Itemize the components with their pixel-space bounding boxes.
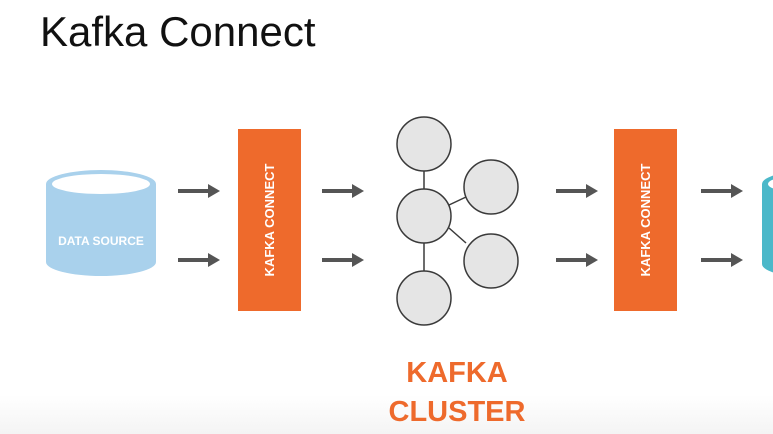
arrow-group-3	[556, 184, 598, 267]
cluster-node	[396, 188, 452, 244]
arrowhead-icon	[208, 253, 220, 267]
kafka-cluster-graph	[396, 116, 519, 326]
arrowhead-icon	[586, 253, 598, 267]
kafka-connect-left: KAFKA CONNECT	[238, 129, 301, 311]
cluster-edge	[448, 196, 467, 206]
arrow-group-4	[701, 184, 743, 267]
kafka-cluster-label-line1: KAFKA	[406, 357, 508, 389]
kafka-connect-right: KAFKA CONNECT	[614, 129, 677, 311]
arrowhead-icon	[586, 184, 598, 198]
arrowhead-icon	[352, 253, 364, 267]
cluster-edge	[448, 227, 467, 244]
kafka-connect-left-label: KAFKA CONNECT	[262, 163, 277, 276]
cluster-node	[463, 159, 519, 215]
arrowhead-icon	[731, 253, 743, 267]
cluster-node	[396, 270, 452, 326]
arrowhead-icon	[352, 184, 364, 198]
data-source-label: DATA SOURCE	[58, 234, 144, 248]
cluster-node	[396, 116, 452, 172]
arrowhead-icon	[208, 184, 220, 198]
kafka-connect-right-label: KAFKA CONNECT	[638, 163, 653, 276]
arrow-group-1	[178, 184, 220, 267]
cluster-node	[463, 233, 519, 289]
kafka-cluster-label-line2: CLUSTER	[389, 396, 526, 428]
data-source-cylinder: DATA SOURCE	[46, 170, 156, 276]
arrowhead-icon	[731, 184, 743, 198]
arrow-group-2	[322, 184, 364, 267]
slide-title: Kafka Connect	[40, 8, 316, 55]
data-sink-cylinder	[762, 175, 773, 273]
